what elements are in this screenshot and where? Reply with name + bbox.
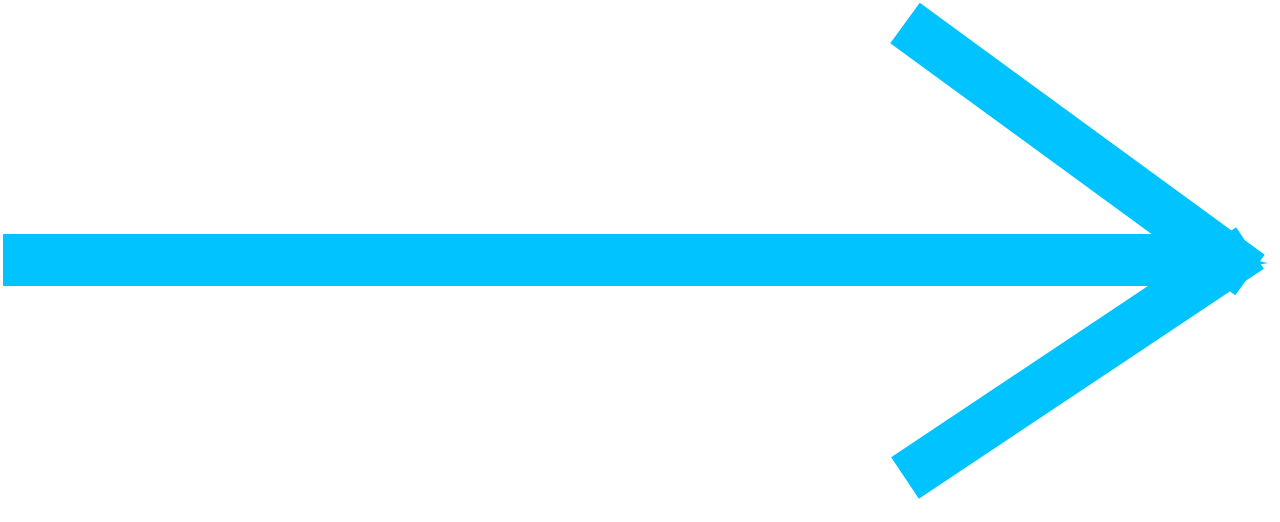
arrow-shaft bbox=[3, 234, 1203, 286]
arrow-head-lower bbox=[891, 227, 1264, 499]
arrow-tip bbox=[1140, 236, 1268, 286]
arrow-head-upper bbox=[890, 2, 1265, 296]
